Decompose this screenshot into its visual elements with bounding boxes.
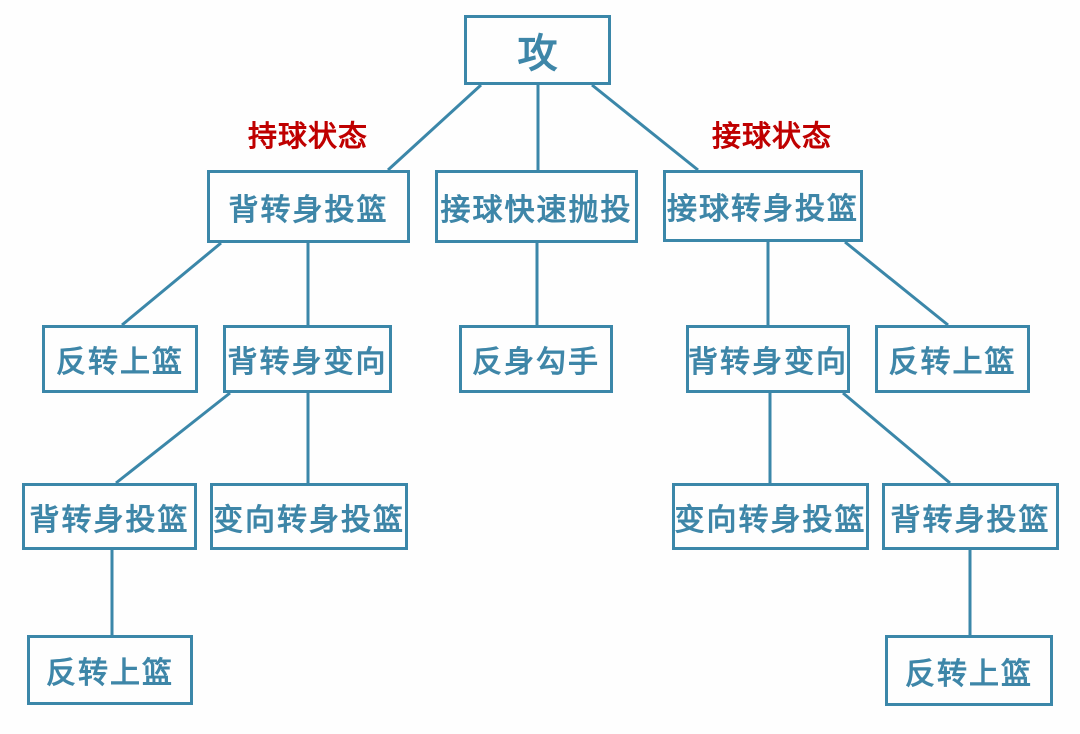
edge-root-hold <box>386 83 483 172</box>
edge-rcross-backshot <box>842 391 951 485</box>
label-holding-ball-state: 持球状态 <box>248 121 369 153</box>
node-left-crossover-turn-shot: 变向转身投篮 <box>210 483 408 550</box>
node-root-attack: 攻 <box>464 15 611 85</box>
node-hold-back-turn-shot: 背转身投篮 <box>207 170 410 243</box>
node-catch-turn-shot: 接球转身投篮 <box>663 170 863 242</box>
edge-catch-reverselayup <box>844 240 949 327</box>
node-right-back-turn-crossover: 背转身变向 <box>686 325 850 393</box>
node-catch-quick-floater: 接球快速抛投 <box>435 170 638 243</box>
node-right-level5-reverse-layup: 反转上篮 <box>885 635 1053 706</box>
node-left-back-turn-crossover: 背转身变向 <box>223 325 392 393</box>
node-right-crossover-turn-shot: 变向转身投篮 <box>672 483 869 550</box>
node-left-level5-reverse-layup: 反转上篮 <box>27 635 193 705</box>
node-left-level4-back-turn-shot: 背转身投篮 <box>22 483 197 550</box>
edge-lcross-backshot <box>115 391 231 485</box>
node-right-level4-back-turn-shot: 背转身投篮 <box>882 483 1059 550</box>
edge-root-catch <box>591 83 699 172</box>
edge-hold-reverselayup <box>121 241 222 327</box>
node-reverse-hook: 反身勾手 <box>459 325 613 393</box>
node-right-reverse-layup: 反转上篮 <box>875 325 1030 393</box>
node-left-reverse-layup: 反转上篮 <box>42 325 198 393</box>
label-catching-ball-state: 接球状态 <box>712 121 833 153</box>
